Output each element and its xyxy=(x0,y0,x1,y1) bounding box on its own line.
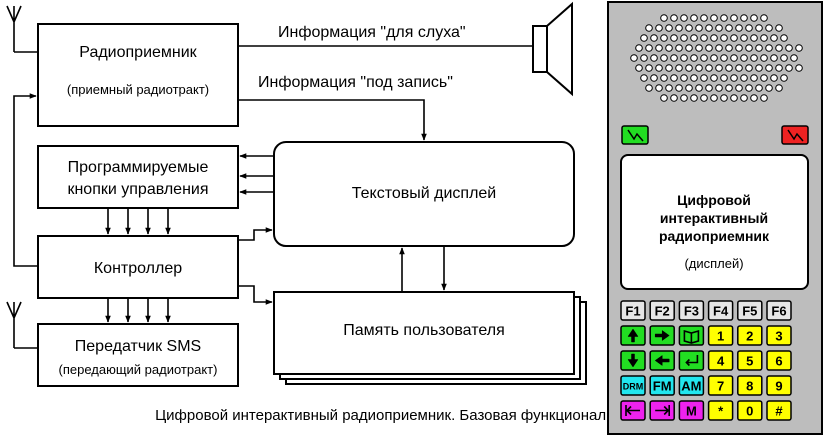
prog-buttons-line1: Программируемые xyxy=(68,159,209,176)
key-star-label: * xyxy=(718,404,724,419)
radio-receiver-block: Радиоприемник (приемный радиотракт) xyxy=(37,23,239,127)
user-memory-title: Память пользователя xyxy=(343,322,505,339)
key-f3[interactable]: F3 xyxy=(678,300,705,321)
signal-off-icon xyxy=(781,125,809,145)
key-f2-label: F2 xyxy=(655,304,670,319)
controller-to-memory xyxy=(238,285,273,305)
user-memory-block: Память пользователя xyxy=(273,291,587,385)
text-display-block: Текстовый дисплей xyxy=(273,141,575,247)
key-f6-label: F6 xyxy=(771,304,786,319)
key-f1-label: F1 xyxy=(625,304,640,319)
key-m-label: M xyxy=(686,404,697,419)
key-hash[interactable]: # xyxy=(766,400,792,421)
controller-block: Контроллер xyxy=(37,235,239,299)
key-1[interactable]: 1 xyxy=(707,325,734,346)
receiver-antenna-icon xyxy=(6,5,38,53)
radio-receiver-subtitle: (приемный радиотракт) xyxy=(67,82,209,97)
text-display-title: Текстовый дисплей xyxy=(352,185,497,202)
arrow-up-icon xyxy=(627,328,639,343)
key-6-label: 6 xyxy=(775,354,782,369)
key-5[interactable]: 5 xyxy=(737,350,763,371)
key-star[interactable]: * xyxy=(707,400,734,421)
screen-line-2: интерактивный xyxy=(660,210,768,226)
controller-to-display xyxy=(238,227,273,241)
sms-transmitter-subtitle: (передающий радиотракт) xyxy=(59,362,218,377)
key-7-label: 7 xyxy=(717,379,724,394)
key-3-label: 3 xyxy=(775,329,782,344)
arrow-left-key[interactable] xyxy=(649,350,675,371)
key-1-label: 1 xyxy=(717,329,724,344)
key-m[interactable]: M xyxy=(678,400,705,421)
programmable-buttons-block: Программируемые кнопки управления xyxy=(37,145,239,209)
key-4-label: 4 xyxy=(717,354,725,369)
key-am[interactable]: AM xyxy=(678,375,705,396)
screen-note: (дисплей) xyxy=(684,256,743,271)
radio-device: Цифровой интерактивный радиоприемник (ди… xyxy=(607,1,823,435)
device-screen xyxy=(620,154,809,290)
skip-forward-icon xyxy=(655,405,670,416)
skip-back-icon xyxy=(625,405,640,416)
enter-icon xyxy=(685,355,699,367)
arrow-right-icon xyxy=(654,330,670,341)
prog-buttons-line2: кнопки управления xyxy=(67,181,208,198)
key-f1[interactable]: F1 xyxy=(620,300,646,321)
sms-transmitter-title: Передатчик SMS xyxy=(75,338,201,355)
key-2[interactable]: 2 xyxy=(737,325,763,346)
key-drm[interactable]: DRM xyxy=(620,375,646,396)
key-am-label: AM xyxy=(681,379,701,394)
key-f5[interactable]: F5 xyxy=(737,300,763,321)
key-f2[interactable]: F2 xyxy=(649,300,675,321)
key-f6[interactable]: F6 xyxy=(766,300,792,321)
arrow-right-key[interactable] xyxy=(649,325,675,346)
radio-receiver-title: Радиоприемник xyxy=(79,44,197,61)
key-f5-label: F5 xyxy=(742,304,757,319)
key-f4[interactable]: F4 xyxy=(707,300,734,321)
controller-title: Контроллер xyxy=(94,260,182,277)
record-line xyxy=(238,99,427,141)
record-info-label: Информация "под запись" xyxy=(258,74,453,91)
speaker-icon xyxy=(532,1,573,97)
key-9[interactable]: 9 xyxy=(766,375,792,396)
diagram-caption: Цифровой интерактивный радиоприемник. Ба… xyxy=(155,407,657,424)
speaker-grille-icon xyxy=(630,14,803,102)
key-8[interactable]: 8 xyxy=(737,375,763,396)
skip-forward-key[interactable] xyxy=(649,400,675,421)
book-key[interactable] xyxy=(678,325,705,346)
sms-transmitter-block: Передатчик SMS (передающий радиотракт) xyxy=(37,323,239,387)
key-drm-label: DRM xyxy=(623,382,644,392)
key-6[interactable]: 6 xyxy=(766,350,792,371)
key-8-label: 8 xyxy=(746,379,753,394)
controller-to-receiver-line xyxy=(13,93,38,267)
enter-key[interactable] xyxy=(678,350,705,371)
skip-back-key[interactable] xyxy=(620,400,646,421)
book-icon xyxy=(683,329,700,344)
key-2-label: 2 xyxy=(746,329,753,344)
signal-on-icon xyxy=(621,125,649,145)
connections xyxy=(13,45,533,323)
key-hash-label: # xyxy=(775,404,783,419)
arrow-up-key[interactable] xyxy=(620,325,646,346)
arrow-down-icon xyxy=(627,353,639,368)
key-9-label: 9 xyxy=(775,379,782,394)
key-3[interactable]: 3 xyxy=(766,325,792,346)
key-fm-label: FM xyxy=(653,379,672,394)
key-0[interactable]: 0 xyxy=(737,400,763,421)
key-f3-label: F3 xyxy=(684,304,699,319)
audio-info-label: Информация "для слуха" xyxy=(278,24,466,41)
screen-line-3: радиоприемник xyxy=(659,228,770,244)
key-5-label: 5 xyxy=(746,354,753,369)
arrow-left-icon xyxy=(654,355,670,366)
transmitter-antenna-icon xyxy=(6,301,38,349)
key-4[interactable]: 4 xyxy=(707,350,734,371)
key-0-label: 0 xyxy=(746,404,753,419)
key-fm[interactable]: FM xyxy=(649,375,675,396)
screen-line-1: Цифровой xyxy=(677,192,751,208)
key-7[interactable]: 7 xyxy=(707,375,734,396)
key-f4-label: F4 xyxy=(713,304,729,319)
arrow-down-key[interactable] xyxy=(620,350,646,371)
